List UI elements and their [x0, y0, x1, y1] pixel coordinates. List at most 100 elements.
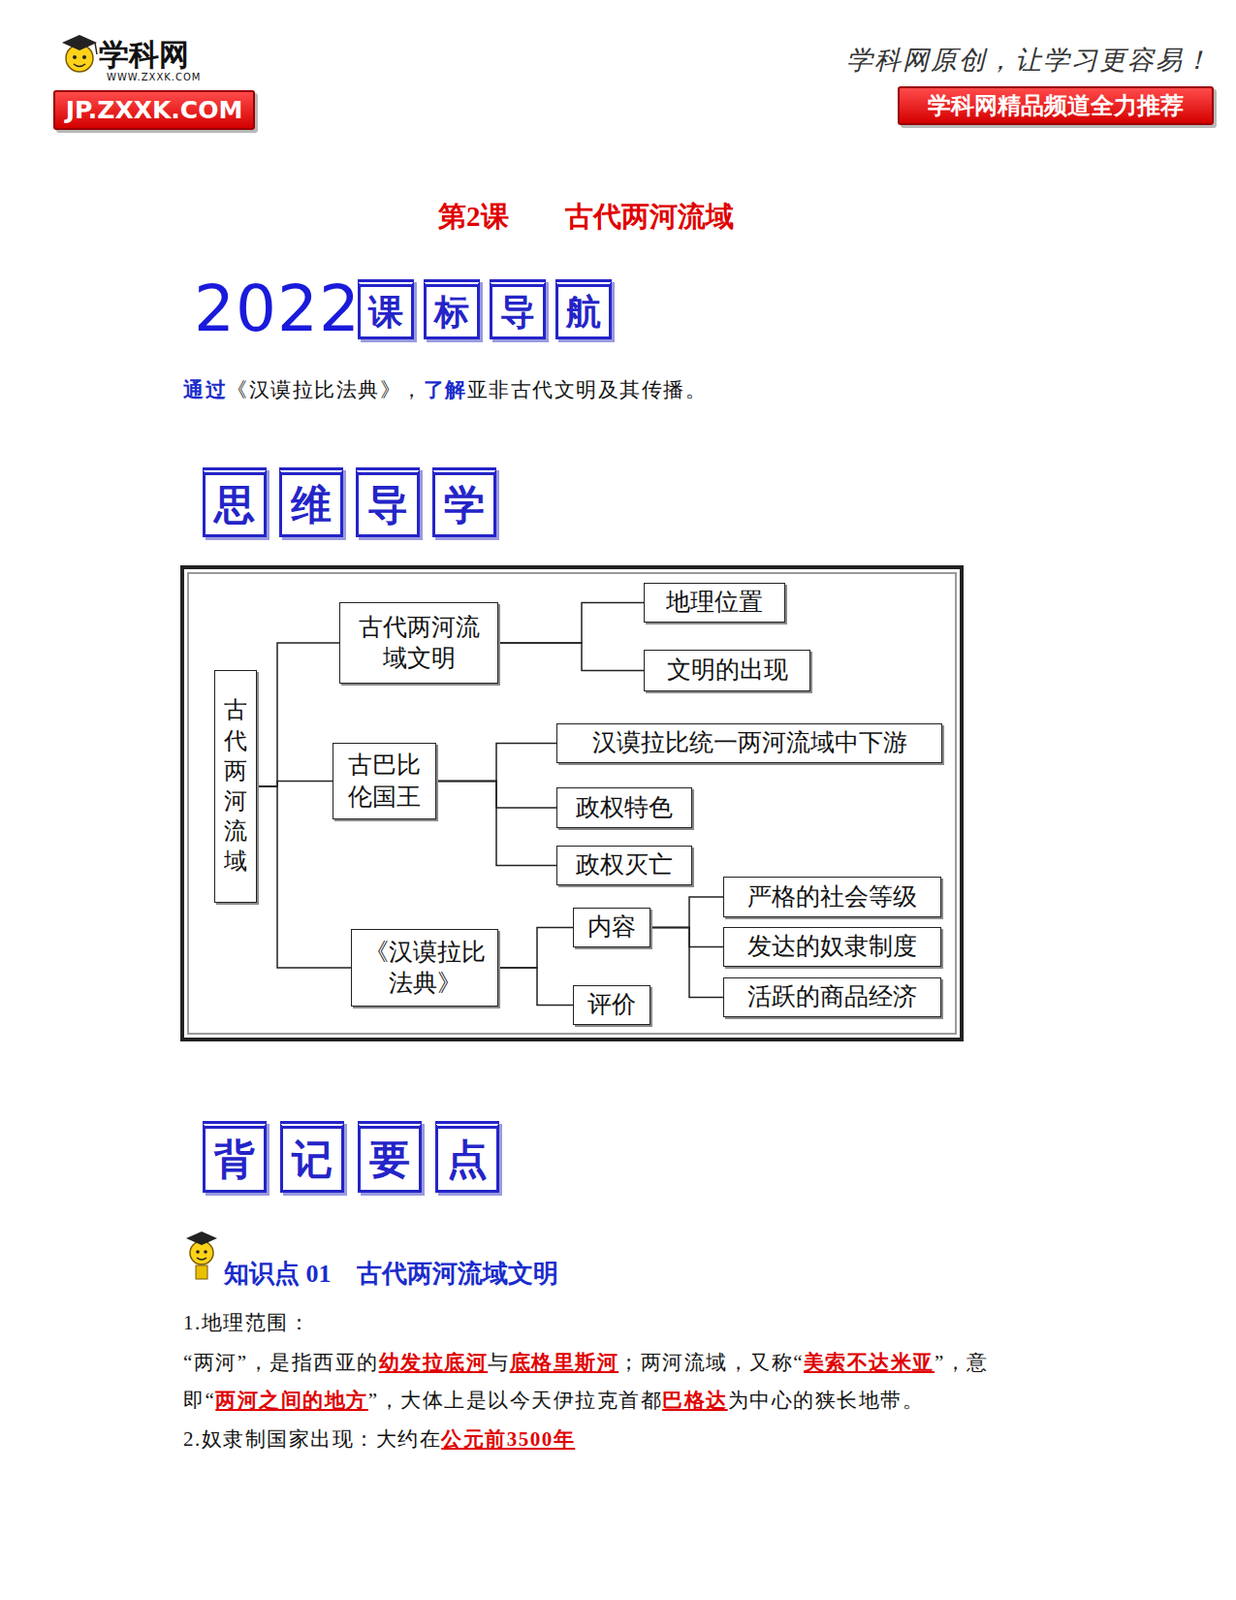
tree-connector: [436, 781, 557, 866]
tree-connector: [498, 602, 644, 644]
topic-box: 活跃的商品经济: [723, 977, 942, 1017]
body-text: 《汉谟拉比法典》，: [226, 378, 424, 402]
tree-connector: [498, 642, 644, 671]
heading-mascot: [186, 1231, 218, 1279]
logo-mascot: [62, 34, 97, 72]
body-text: ”，意: [934, 1350, 989, 1374]
frame-inner: [188, 572, 956, 1034]
mascot-cap: [186, 1231, 218, 1245]
mascot-eye: [195, 1249, 200, 1254]
body-text: “两河”，是指西亚的: [183, 1350, 380, 1374]
topic-box: 严格的社会等级: [723, 876, 942, 918]
tree-connector: [650, 896, 724, 928]
lesson-title: 第2课 古代两河流域: [438, 197, 734, 237]
topic-box: 地理位置: [643, 582, 786, 623]
frame-outer: [182, 567, 962, 1040]
key-term: 幼发拉底河: [379, 1350, 489, 1374]
topic-box: 政权灭亡: [556, 845, 693, 886]
node-text: 汉谟拉比统一两河流域中下游: [592, 727, 908, 760]
section-tile: 航: [555, 279, 612, 340]
text-line: 2.奴隶制国家出现：大约在公元前3500年: [183, 1425, 575, 1453]
node-text: 发达的奴隶制度: [747, 930, 918, 963]
key-verb: 通过: [183, 378, 227, 402]
topic-box: 古巴比伦国王: [332, 742, 437, 820]
node-text: 政权特色: [575, 792, 673, 824]
text-line: “两河”，是指西亚的幼发拉底河与底格里斯河；两河流域，又称“美索不达米亚”，意: [183, 1348, 989, 1376]
section-tile: 导: [489, 279, 546, 340]
year-number: 2022: [193, 271, 361, 347]
section-tile: 思: [202, 467, 267, 538]
tree-connector: [256, 642, 340, 787]
logo-url: WWW.ZXXK.COM: [106, 71, 201, 83]
topic-box: 评价: [572, 984, 651, 1025]
body-text: 为中心的狭长地带。: [728, 1388, 925, 1412]
text-line: 即“两河之间的地方”，大体上是以今天伊拉克首都巴格达为中心的狭长地带。: [183, 1386, 924, 1414]
section-tile: 记: [280, 1120, 345, 1193]
text-line: 通过《汉谟拉比法典》，了解亚非古代文明及其传播。: [183, 376, 707, 404]
mascot-mouth: [73, 63, 86, 67]
tree-connector: [498, 927, 573, 969]
node-text: 活跃的商品经济: [747, 981, 918, 1014]
mascot-mouth: [196, 1257, 207, 1260]
node-text: 古代两河流域: [215, 695, 256, 877]
body-text: 与: [487, 1350, 510, 1374]
key-term: 美索不达米亚: [803, 1350, 935, 1374]
section-tile: 维: [279, 467, 344, 538]
tree-connector: [436, 781, 557, 809]
tree-connector: [436, 743, 557, 782]
node-text: 文明的出现: [666, 654, 789, 687]
mind-map-frame: [182, 567, 962, 1040]
topic-box: 发达的奴隶制度: [723, 926, 942, 967]
key-term: 两河之间的地方: [215, 1388, 369, 1412]
body-text: ”，大体上是以今天伊拉克首都: [368, 1388, 663, 1412]
body-text: 即“: [183, 1388, 216, 1412]
node-text: 评价: [587, 988, 636, 1021]
root-box: 古代两河流域: [214, 669, 257, 903]
key-term: 公元前3500年: [441, 1426, 575, 1451]
channel-badge: 学科网精品频道全力推荐: [897, 86, 1214, 126]
tree-connector: [498, 967, 573, 1006]
section-tile: 学: [432, 467, 497, 538]
body-text: 2.奴隶制国家出现：大约在: [183, 1426, 442, 1451]
key-verb: 了解: [423, 378, 468, 402]
body-text: 亚非古代文明及其传播。: [467, 378, 708, 402]
slogan-text: 学科网原创，让学习更容易！: [846, 42, 1212, 78]
node-text: 《汉谟拉比法典》: [361, 936, 488, 1000]
node-text: 古巴比伦国王: [343, 749, 426, 813]
node-text: 内容: [587, 911, 636, 944]
tree-connector: [256, 781, 333, 788]
section-tile: 点: [435, 1120, 500, 1193]
text-line: 1.地理范围：: [183, 1308, 311, 1336]
topic-box: 汉谟拉比统一两河流域中下游: [556, 723, 943, 763]
section-tile: 要: [357, 1120, 422, 1193]
node-text: 古代两河流域文明: [349, 611, 488, 675]
mascot-eye: [72, 55, 77, 60]
tree-connector: [650, 927, 724, 998]
mascot-cap: [62, 34, 97, 51]
topic-box: 文明的出现: [643, 649, 811, 692]
section-tile: 标: [423, 279, 480, 340]
topic-box: 政权特色: [556, 787, 693, 828]
topic-box: 《汉谟拉比法典》: [350, 928, 499, 1007]
section-tile: 导: [355, 467, 420, 538]
section-tile: 背: [202, 1120, 267, 1193]
key-term: 巴格达: [662, 1388, 729, 1412]
key-term: 底格里斯河: [509, 1350, 620, 1374]
body-text: ；两河流域，又称“: [618, 1350, 804, 1374]
body-text: 1.地理范围：: [183, 1310, 311, 1334]
mascot-eye: [203, 1249, 208, 1254]
node-text: 地理位置: [665, 586, 763, 619]
logo-text: 学科网: [98, 34, 190, 76]
mascot-eye: [82, 55, 87, 60]
mascot-body: [195, 1265, 208, 1279]
tree-connector: [650, 927, 724, 948]
topic-box: 内容: [572, 907, 651, 948]
section-tile: 课: [357, 279, 414, 340]
knowledge-heading: 知识点 01 古代两河流域文明: [223, 1256, 559, 1291]
node-text: 严格的社会等级: [747, 881, 918, 914]
topic-box: 古代两河流域文明: [339, 602, 499, 684]
cap-tassel: [95, 42, 97, 55]
node-text: 政权灭亡: [575, 849, 673, 882]
logo-badge: JP.ZXXK.COM: [53, 90, 255, 130]
